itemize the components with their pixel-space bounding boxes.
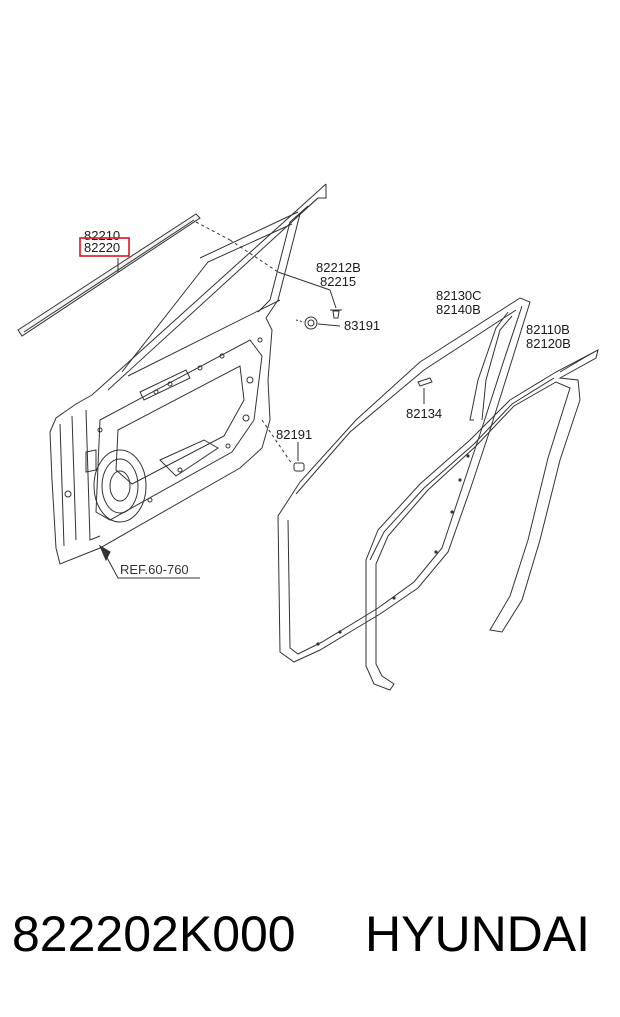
fasteners	[261, 289, 433, 472]
body-weatherstrip	[277, 297, 531, 663]
label-82210: 82210	[84, 228, 120, 243]
door-weatherstrip	[365, 349, 599, 691]
door-panel	[49, 183, 327, 565]
label-82110b: 82110B	[526, 322, 570, 337]
leader-lines	[98, 239, 331, 579]
label-82140b: 82140B	[436, 302, 481, 317]
label-82220: 82220	[84, 240, 120, 255]
label-82212b: 82212B	[316, 260, 361, 275]
label-ref-60-760: REF.60-760	[120, 562, 189, 577]
label-82134: 82134	[406, 406, 442, 421]
label-82130c: 82130C	[436, 288, 482, 303]
brand-caption: HYUNDAI	[365, 906, 591, 962]
label-82215: 82215	[320, 274, 356, 289]
label-82191: 82191	[276, 427, 312, 442]
label-82220-highlight-box	[79, 237, 130, 257]
label-83191: 83191	[344, 318, 380, 333]
belt-moulding-strip	[17, 213, 231, 337]
label-82120b: 82120B	[526, 336, 571, 351]
part-number-caption: 822202K000	[12, 906, 296, 962]
